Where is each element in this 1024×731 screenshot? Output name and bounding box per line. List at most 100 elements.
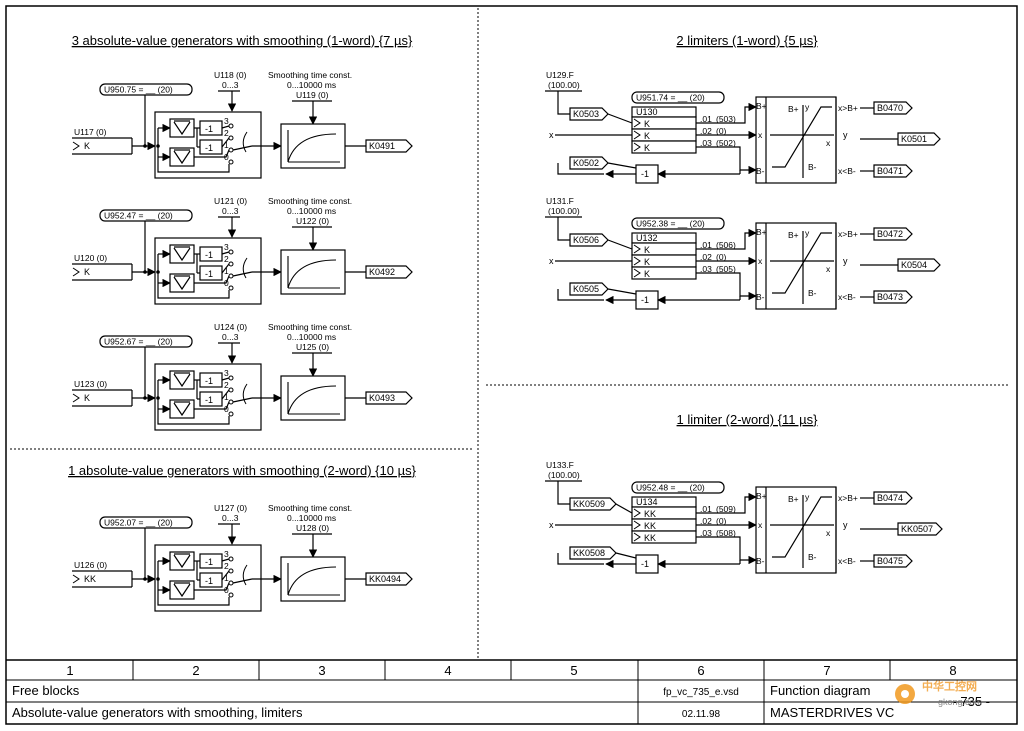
section-title-limiter-2word: 1 limiter (2-word) {11 µs} (677, 412, 819, 427)
abs-symbol (173, 554, 191, 569)
limit-feed (557, 481, 570, 505)
param-slot-2 (631, 254, 697, 268)
status-value: U952.48 = __ (20) (636, 483, 705, 493)
subindex-3: .03 (700, 264, 712, 274)
subindex-value-3: (502) (716, 138, 736, 148)
smoothing-range: 0...10000 ms (287, 206, 336, 216)
subindex-1: .01 (700, 114, 712, 124)
param-slot-3 (631, 266, 697, 280)
abs-symbol (173, 583, 191, 598)
status-box (99, 209, 193, 222)
neg-label: -1 (205, 395, 213, 405)
sheet-border (5, 5, 1018, 725)
neg-input-connector (569, 282, 609, 296)
switch-contact-1 (228, 135, 234, 141)
pin-out-y: y (843, 130, 848, 140)
switch-index-0: 3 (224, 242, 229, 252)
route-bplus (738, 102, 757, 124)
char-y: y (805, 102, 810, 112)
status-value: U952.38 = __ (20) (636, 219, 705, 229)
subindex-value-2: (0) (716, 252, 727, 262)
status-value: U952.07 = __ (20) (104, 518, 173, 528)
w3 (221, 125, 230, 129)
pin-out-lt: x<B- (838, 556, 856, 566)
neg-label: -1 (205, 269, 213, 279)
out-dn-connector (873, 290, 913, 304)
smoothing-label: Smoothing time const. (268, 70, 352, 80)
out-y-connector-label: KK0507 (901, 524, 933, 534)
slot-chevron (633, 520, 641, 530)
footer-col-8: 8 (949, 663, 956, 678)
footer-col-7: 7 (823, 663, 830, 678)
input-type: K (84, 267, 90, 277)
pin-out-y: y (843, 256, 848, 266)
out-y-connector-label: K0504 (901, 260, 927, 270)
status-box (631, 217, 725, 230)
neg-link (607, 288, 637, 295)
neg-label: -1 (205, 576, 213, 586)
neg-feed (557, 553, 604, 565)
switch-contact-0 (228, 556, 234, 562)
char-bminus: B- (808, 288, 817, 298)
subindex-value-3: (508) (716, 528, 736, 538)
output-connector (365, 139, 413, 153)
switch-contact-2 (228, 147, 234, 153)
param-slot-1 (631, 506, 697, 520)
neg-label: -1 (205, 124, 213, 134)
switch-contact-2 (228, 399, 234, 405)
param-slot-2 (631, 518, 697, 532)
footer-page-number: - 735 - (952, 694, 990, 709)
switch-contact-3 (228, 592, 234, 598)
switch-contact-2 (228, 580, 234, 586)
footer-product: MASTERDRIVES VC (770, 705, 894, 720)
smoothing-block (280, 375, 346, 421)
w1 (194, 582, 230, 591)
junction-dot (156, 270, 160, 274)
w3 (221, 558, 230, 562)
output-connector-label: K0493 (369, 393, 395, 403)
selector-range: 0...3 (222, 80, 239, 90)
slot-type: K (644, 119, 650, 129)
junction-dot (156, 577, 160, 581)
switch-index-1: 2 (224, 254, 229, 264)
char-x: x (826, 528, 831, 538)
char-bplus: B+ (788, 230, 799, 240)
w2 (221, 137, 230, 148)
neg-input-connector-label: KK0508 (573, 548, 605, 558)
char-x: x (826, 138, 831, 148)
abs-symbol (173, 121, 191, 136)
subindex-value-1: (509) (716, 504, 736, 514)
route-bminus (738, 146, 757, 175)
smoothing-param: U125 (0) (296, 342, 329, 352)
char-y: y (805, 492, 810, 502)
limit-default: (100.00) (548, 206, 580, 216)
switch-arc (242, 257, 248, 279)
out-up-connector (873, 101, 913, 115)
switch-contact-2 (228, 273, 234, 279)
pin-bminus: B- (756, 292, 765, 302)
pin-out-lt: x<B- (838, 166, 856, 176)
input-param: U117 (0) (74, 127, 107, 137)
status-box (631, 481, 725, 494)
slot-chevron (633, 142, 641, 152)
footer-free-blocks: Free blocks (12, 683, 80, 698)
subindex-value-2: (0) (716, 516, 727, 526)
switch-index-0: 3 (224, 116, 229, 126)
switch-contact-1 (228, 387, 234, 393)
smoothing-block (280, 556, 346, 602)
neg-label: -1 (205, 250, 213, 260)
slot-chevron (633, 532, 641, 542)
limit-feed (557, 91, 570, 115)
pin-x: x (758, 130, 763, 140)
selector-range: 0...3 (222, 206, 239, 216)
neg-input-connector-label: K0505 (573, 284, 599, 294)
pin-out-gt: x>B+ (838, 103, 858, 113)
w3 (221, 377, 230, 381)
switch-index-0: 3 (224, 549, 229, 559)
x-label: x (549, 256, 554, 266)
switch-contact-1 (228, 261, 234, 267)
smoothing-label: Smoothing time const. (268, 503, 352, 513)
output-connector-label: K0492 (369, 267, 395, 277)
input-type: K (84, 393, 90, 403)
